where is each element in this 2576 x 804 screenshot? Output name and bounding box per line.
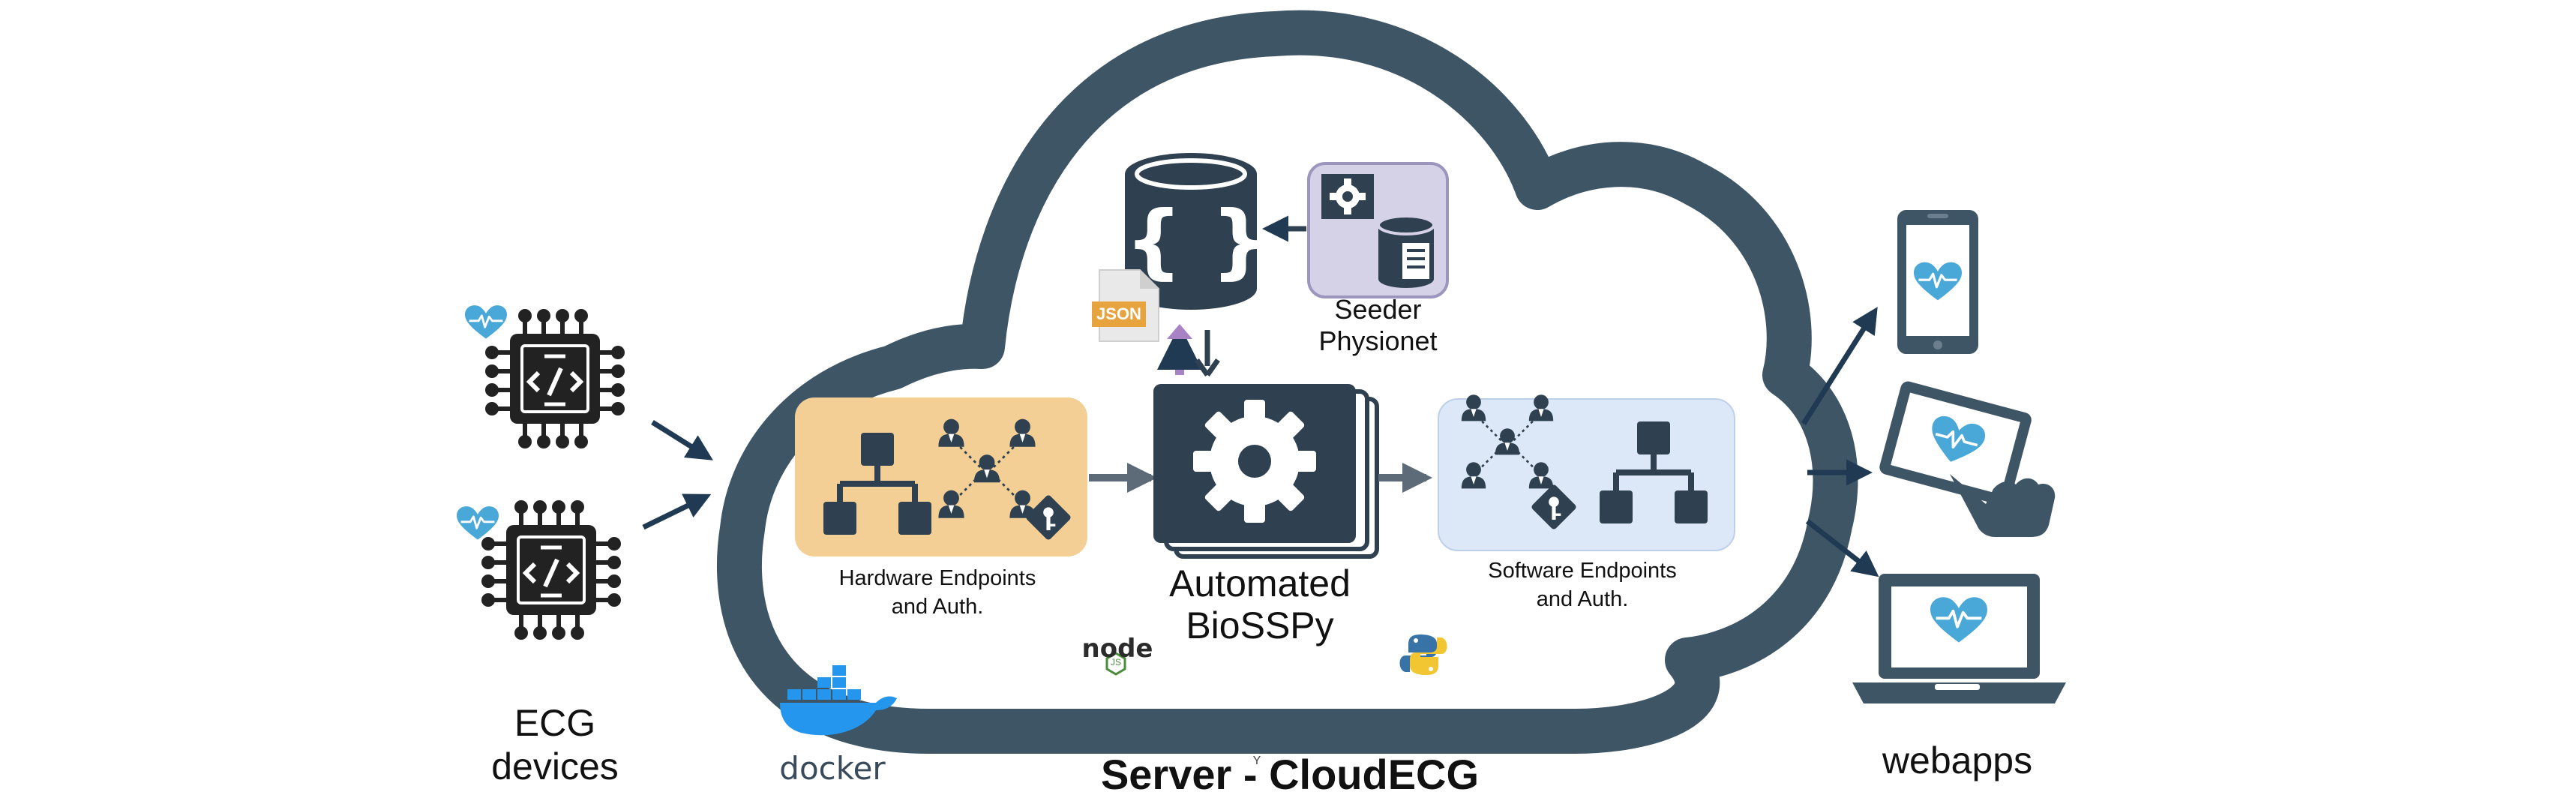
ecg-chip-icon [484, 502, 619, 638]
node-badge: JS [1110, 657, 1121, 668]
automated-label-line1: Automated [1169, 562, 1351, 604]
cloud-outline [716, 10, 1858, 754]
server-title-part2: CloudECG [1269, 751, 1480, 798]
software-endpoints-label: Software Endpoints and Auth. [1444, 556, 1721, 614]
seeder-label-line2: Physionet [1318, 326, 1438, 356]
hardware-endpoints-label: Hardware Endpoints and Auth. [799, 564, 1076, 621]
stray-mark: Y [1252, 754, 1261, 767]
arrow-device2-to-cloud [642, 494, 712, 530]
seeder-label-line1: Seeder [1334, 294, 1422, 325]
server-title: Server - CloudECG [1050, 750, 1530, 799]
ecg-device-2 [484, 502, 619, 638]
python-icon [1399, 634, 1447, 675]
seeder-database-icon [1321, 174, 1435, 288]
gear-icon [1193, 400, 1316, 523]
software-endpoints-line1: Software Endpoints [1488, 559, 1677, 583]
hardware-endpoints-line1: Hardware Endpoints [838, 566, 1036, 590]
arrow-cloud-to-laptop [1805, 519, 1879, 578]
hardware-endpoints-line2: and Auth. [891, 595, 984, 619]
automated-label-line2: BioSSPy [1186, 604, 1334, 646]
automated-biosspy-label: Automated BioSSPy [1140, 562, 1380, 646]
processing-block [1153, 384, 1379, 559]
ecg-devices-label-line1: ECG [514, 702, 596, 744]
json-tag-label: JSON [1096, 304, 1141, 323]
database-json-icon [1125, 153, 1257, 310]
docker-icon [780, 665, 897, 736]
server-title-part1: Server - [1100, 751, 1270, 798]
tablet-touch-icon [1879, 381, 2056, 537]
software-endpoints-line2: and Auth. [1536, 587, 1629, 611]
nodejs-icon [1105, 652, 1126, 676]
arrow-down-head [1195, 358, 1220, 377]
seeder-physionet-label: Seeder Physionet [1309, 294, 1447, 357]
arrow-up-head [1167, 324, 1192, 339]
heart-pulse-icon [463, 304, 508, 340]
heart-pulse-icon [455, 505, 500, 541]
docker-label: docker [779, 750, 886, 787]
database-braces: { } [1125, 194, 1269, 288]
smartphone-icon [1897, 210, 1978, 354]
ecg-devices-label-line2: devices [491, 746, 619, 788]
arrow-device1-to-cloud [651, 420, 713, 460]
ecg-devices-label: ECG devices [480, 701, 630, 788]
node-label: node [1081, 634, 1153, 664]
json-file-icon [1092, 269, 1159, 342]
ecg-device-1 [487, 311, 622, 446]
arrow-cloud-to-phone [1801, 307, 1878, 425]
laptop-icon [1852, 574, 2066, 704]
webapps-label: webapps [1882, 740, 2033, 782]
ecg-chip-icon [487, 311, 622, 446]
